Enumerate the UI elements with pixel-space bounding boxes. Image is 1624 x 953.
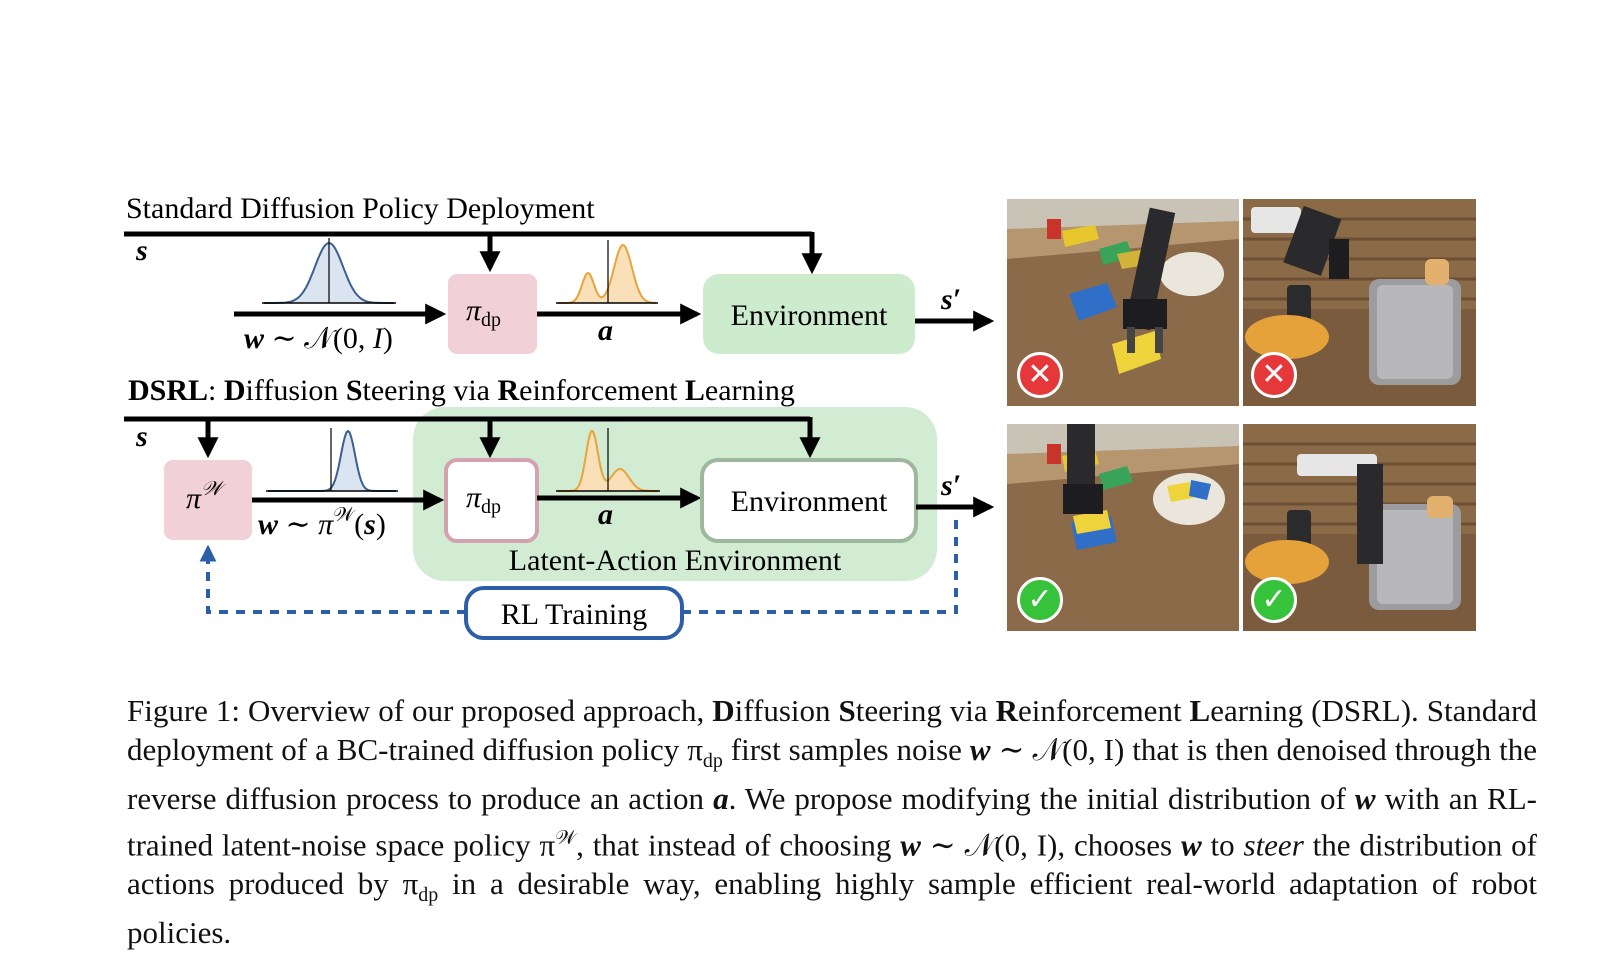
caption-text: in a desirable way, enabling highly samp… (127, 865, 1537, 951)
dsrl-diagram: Standard Diffusion Policy Deployment s w… (124, 192, 995, 640)
bottom-action-plot (556, 428, 660, 492)
photo-robot-blocks-fail (1007, 199, 1239, 406)
top-next-state-label: s′ (940, 283, 961, 316)
caption-math: w (900, 827, 921, 863)
fail-badge-1: ✕ (1017, 352, 1063, 398)
bottom-noise-label: w ∼ π𝒲(s) (258, 504, 386, 541)
photo-robot-toaster-success (1243, 424, 1476, 631)
caption-text: first samples noise (722, 731, 970, 767)
pi-w-label: π𝒲 (186, 478, 227, 515)
top-noise-label: w ∼ 𝒩(0, I) (244, 322, 393, 355)
x-icon: ✕ (1027, 357, 1053, 392)
check-icon: ✓ (1027, 582, 1053, 617)
bottom-title-part: iffusion (246, 374, 346, 407)
fail-badge-2: ✕ (1251, 352, 1297, 398)
caption-bold: S (838, 693, 856, 728)
pi-w-box (164, 460, 252, 540)
caption-text: ∼ 𝒩(0, I) that is then denoised through … (127, 731, 1537, 817)
top-environment-label: Environment (731, 299, 888, 332)
caption-text: . We propose modifying the initial distr… (728, 781, 1355, 817)
bottom-title-part: teering via (363, 374, 498, 407)
caption-text: with an RL-trained latent-noise space po… (127, 781, 1537, 863)
top-action-plot (556, 240, 658, 304)
bottom-title-part: DSRL (128, 374, 208, 407)
bottom-environment-box (700, 458, 918, 543)
top-environment-box (703, 274, 915, 354)
caption-text: ∼ 𝒩(0, I), chooses (920, 827, 1181, 863)
caption-emphasis: steer (1243, 827, 1304, 863)
caption-bold: L (1189, 693, 1211, 728)
bottom-noise-plot (266, 428, 398, 492)
caption-subscript: dp (702, 749, 723, 772)
bottom-title: DSRL: Diffusion Steering via Reinforceme… (128, 374, 795, 407)
caption-text: Overview of our proposed approach, (240, 693, 713, 728)
caption-math: w (1354, 781, 1376, 817)
top-state-label: s (135, 234, 148, 267)
caption-text: einforcement (1018, 693, 1190, 728)
caption-text: earning (1210, 693, 1304, 728)
caption-text: (DSRL). Standard deployment of a BC-trai… (127, 693, 1537, 767)
figure-1: Standard Diffusion Policy Deployment s w… (124, 192, 1476, 640)
caption-text: the distribution of actions produced by … (127, 827, 1537, 901)
rl-training-label: RL Training (501, 598, 647, 631)
caption-bold: R (995, 693, 1019, 728)
bottom-title-part: L (685, 374, 705, 407)
check-icon: ✓ (1261, 582, 1287, 617)
caption-text: to (1201, 827, 1244, 863)
rl-feedback-dashed-left (199, 544, 466, 614)
figure-caption: Figure 1: Overview of our proposed appro… (127, 692, 1537, 953)
top-gaussian-plot (262, 238, 396, 304)
caption-text: teering via (855, 693, 996, 728)
bottom-next-state-label: s′ (940, 469, 961, 502)
bottom-title-part: einforcement (519, 374, 685, 407)
bottom-state-label: s (135, 420, 148, 453)
caption-figure-label: Figure 1: (127, 693, 241, 728)
bottom-pi-dp-label: πdp (466, 481, 501, 518)
x-icon: ✕ (1261, 357, 1287, 392)
success-badge-1: ✓ (1017, 577, 1063, 623)
bottom-title-part: S (346, 374, 363, 407)
top-action-label: a (598, 314, 613, 347)
bottom-action-label: a (598, 498, 613, 531)
latent-action-environment-label: Latent-Action Environment (509, 544, 842, 577)
top-pi-dp-label: πdp (466, 294, 501, 331)
bottom-title-part: : (208, 374, 224, 407)
caption-math: w (1180, 827, 1202, 863)
caption-subscript: dp (418, 883, 439, 906)
caption-text: , that instead of choosing (576, 827, 901, 863)
caption-math: a (713, 781, 729, 817)
rl-feedback-dashed-right (682, 520, 958, 614)
caption-math: w (969, 731, 991, 767)
rl-training-box (464, 586, 684, 640)
bottom-title-part: earning (705, 374, 795, 407)
bottom-title-part: D (224, 374, 246, 407)
caption-superscript: 𝒲 (555, 826, 577, 849)
caption-bold: D (712, 693, 735, 728)
success-badge-2: ✓ (1251, 577, 1297, 623)
caption-text: iffusion (734, 693, 839, 728)
top-pi-dp-box (448, 274, 537, 354)
bottom-environment-label: Environment (731, 485, 888, 518)
bottom-title-part: R (497, 374, 519, 407)
top-title: Standard Diffusion Policy Deployment (126, 192, 595, 225)
